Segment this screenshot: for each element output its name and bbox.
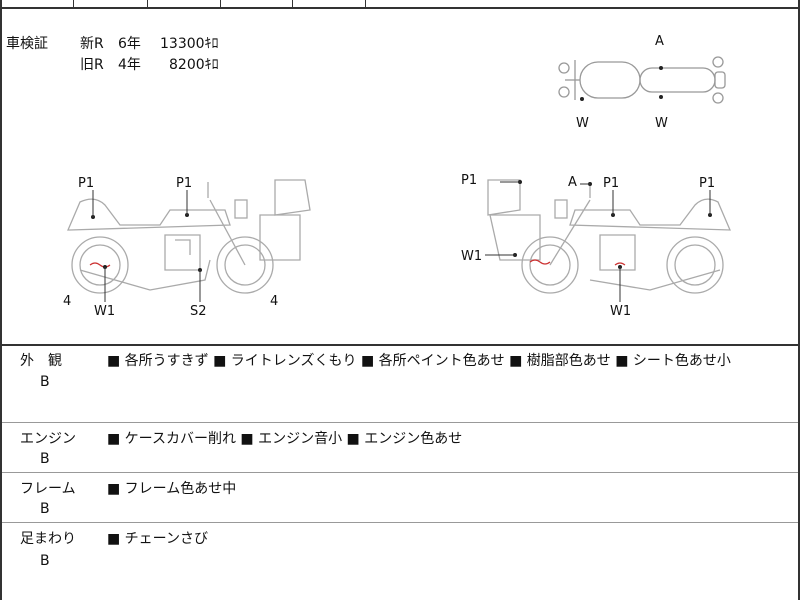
motorcycle-left-side-view xyxy=(67,179,311,302)
inspection-old-years: 4年 xyxy=(118,57,141,73)
column-divider xyxy=(365,0,366,8)
suspension-label: 足まわり xyxy=(20,531,76,547)
left-view-label-tire-rear: 4 xyxy=(63,294,72,309)
suspension-grade: B xyxy=(40,553,50,569)
left-border xyxy=(0,0,2,600)
right-view-label-p1-rear: P1 xyxy=(699,176,716,191)
right-border xyxy=(798,0,800,600)
inspection-old-amount: 8200ｷﾛ xyxy=(169,57,219,73)
engine-grade: B xyxy=(40,451,50,467)
frame-notes: ■ フレーム色あせ中 xyxy=(107,481,237,497)
motorcycle-right-side-view xyxy=(485,179,731,302)
top-view-label-w-right: W xyxy=(655,116,668,131)
left-view-label-w1: W1 xyxy=(94,304,116,319)
left-view-label-p1-rear: P1 xyxy=(78,176,95,191)
right-view-label-a: A xyxy=(568,175,577,190)
left-view-label-s2: S2 xyxy=(190,304,207,319)
inspection-old-type: 旧R xyxy=(80,57,104,73)
inspection-label: 車検証 xyxy=(6,36,48,52)
column-divider xyxy=(73,0,74,8)
right-view-label-w1-case: W1 xyxy=(461,249,483,264)
frame-grade: B xyxy=(40,501,50,517)
column-divider xyxy=(147,0,148,8)
motorcycle-top-view xyxy=(558,56,726,104)
suspension-notes: ■ チェーンさび xyxy=(107,531,208,547)
column-divider xyxy=(292,0,293,8)
exterior-label: 外 観 xyxy=(20,353,62,369)
inspection-new-type: 新R xyxy=(80,36,104,52)
left-view-label-p1-tank: P1 xyxy=(176,176,193,191)
right-view-label-w1-engine: W1 xyxy=(610,304,632,319)
row-divider xyxy=(2,472,798,473)
top-view-label-w-left: W xyxy=(576,116,589,131)
right-view-label-p1-tank: P1 xyxy=(603,176,620,191)
engine-label: エンジン xyxy=(20,431,76,447)
frame-label: フレーム xyxy=(20,481,76,497)
inspection-new-amount: 13300ｷﾛ xyxy=(160,36,219,52)
engine-notes: ■ ケースカバー削れ ■ エンジン音小 ■ エンジン色あせ xyxy=(107,431,463,447)
exterior-notes: ■ 各所うすきず ■ ライトレンズくもり ■ 各所ペイント色あせ ■ 樹脂部色あ… xyxy=(107,353,731,369)
top-view-label-a: A xyxy=(655,34,664,49)
right-view-label-p1-case: P1 xyxy=(461,173,478,188)
column-divider xyxy=(220,0,221,8)
left-view-label-tire-front: 4 xyxy=(270,294,279,309)
header-divider xyxy=(0,7,800,9)
section-divider xyxy=(0,344,800,346)
row-divider xyxy=(2,422,798,423)
exterior-grade: B xyxy=(40,374,50,390)
row-divider xyxy=(2,522,798,523)
inspection-new-years: 6年 xyxy=(118,36,141,52)
